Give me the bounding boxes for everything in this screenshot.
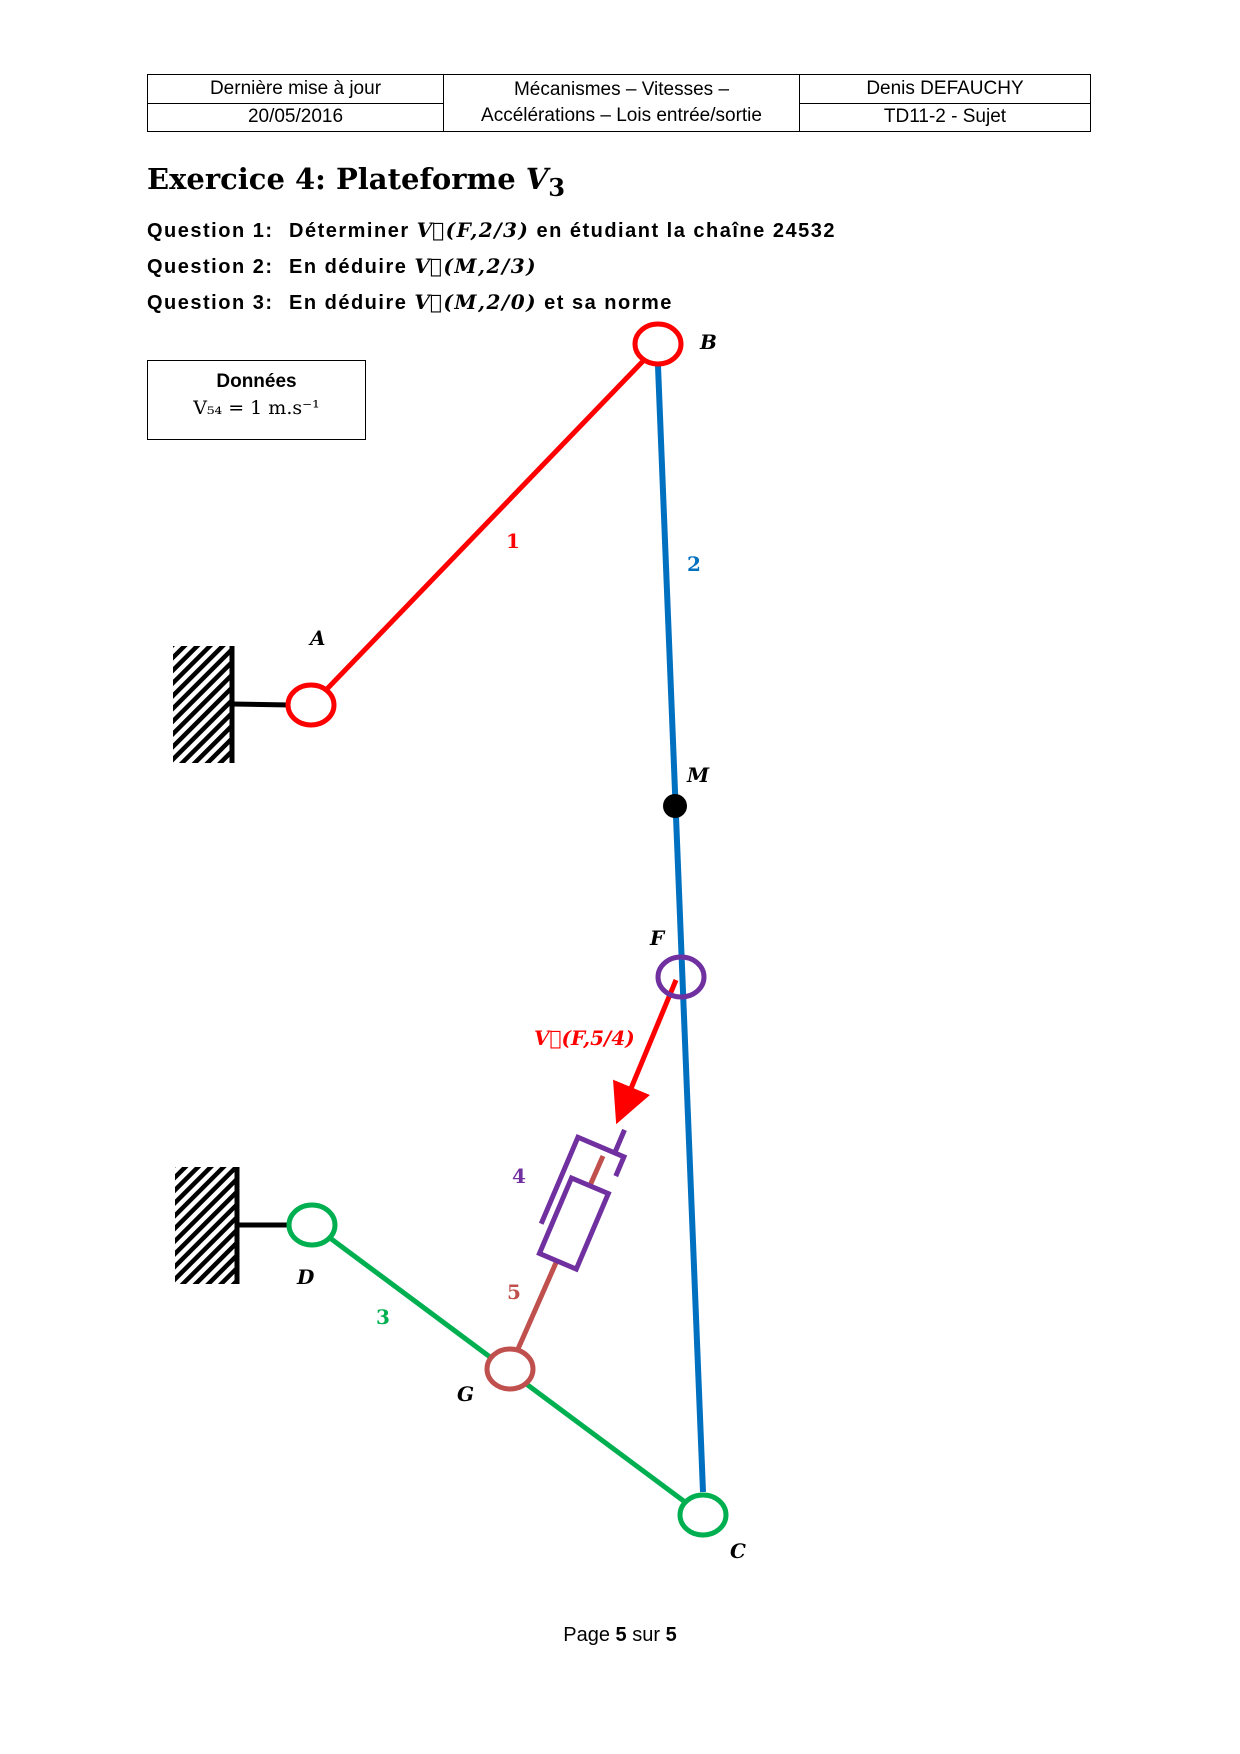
ground-symbol-a [173,646,291,763]
footer-page: 5 [615,1624,627,1646]
date: 20/05/2016 [147,102,444,132]
label-f: F [649,926,666,950]
title-text: Exercice 4: Plateforme [147,162,526,196]
label-g: G [457,1382,474,1406]
velocity-vector-label: V⃗(F,5/4) [534,1026,635,1050]
question-text: et sa norme [537,292,673,314]
link-1 [324,357,647,692]
header-table: Dernière mise à jour Mécanismes – Vitess… [147,74,1091,132]
topic-cell: Mécanismes – Vitesses – Accélérations – L… [443,74,800,132]
label-d: D [296,1265,315,1289]
question-text: Déterminer [289,220,417,242]
slider-4-5 [536,1128,628,1273]
exercise-title: Exercice 4: Plateforme V3 [147,162,565,202]
label-part-4: 4 [512,1164,526,1188]
joint-f [655,954,707,1000]
joint-b [632,321,684,367]
question-math: V⃗(M,2/0) [414,290,538,314]
question-label: Question 1: [147,220,274,242]
doc-ref: TD11-2 - Sujet [799,102,1091,132]
question-label: Question 3: [147,292,274,314]
label-c: C [730,1539,746,1563]
question-1: Question 1: Déterminer V⃗(F,2/3) en étudi… [147,218,836,243]
label-part-5: 5 [507,1280,521,1304]
joint-g [484,1346,536,1392]
joint-c [677,1492,729,1538]
footer-middle: sur [626,1624,666,1646]
title-sub: 3 [548,172,566,202]
joint-d [286,1202,338,1248]
ground-symbol-d [175,1167,290,1284]
label-part-2: 2 [687,552,701,576]
topic-line2: Accélérations – Lois entrée/sortie [481,105,762,126]
title-var: V [525,162,549,196]
link-2 [655,365,706,1493]
label-part-1: 1 [506,529,520,553]
question-label: Question 2: [147,256,274,278]
label-b: B [699,330,717,354]
label-m: M [686,763,710,787]
question-text: en étudiant la chaîne 24532 [529,220,836,242]
question-math: V⃗(M,2/3) [414,254,538,278]
joint-a [285,682,337,728]
velocity-vector-arrow [613,979,679,1125]
question-text: En déduire [289,292,415,314]
point-m [663,794,687,818]
last-update-label: Dernière mise à jour [147,74,444,104]
data-formula: V₅₄ = 1 m.s⁻¹ [193,397,320,419]
data-box: Données V₅₄ = 1 m.s⁻¹ [147,360,366,440]
question-3: Question 3: En déduire V⃗(M,2/0) et sa no… [147,290,673,315]
footer-prefix: Page [563,1624,616,1646]
data-heading: Données [216,371,297,392]
author: Denis DEFAUCHY [799,74,1091,104]
page-footer: Page 5 sur 5 [0,1624,1240,1647]
footer-total: 5 [665,1624,677,1646]
label-a: A [308,626,326,650]
topic-line1: Mécanismes – Vitesses – [513,79,730,100]
question-2: Question 2: En déduire V⃗(M,2/3) [147,254,537,279]
question-text: En déduire [289,256,415,278]
question-math: V⃗(F,2/3) [416,218,530,242]
label-part-3: 3 [376,1305,390,1329]
